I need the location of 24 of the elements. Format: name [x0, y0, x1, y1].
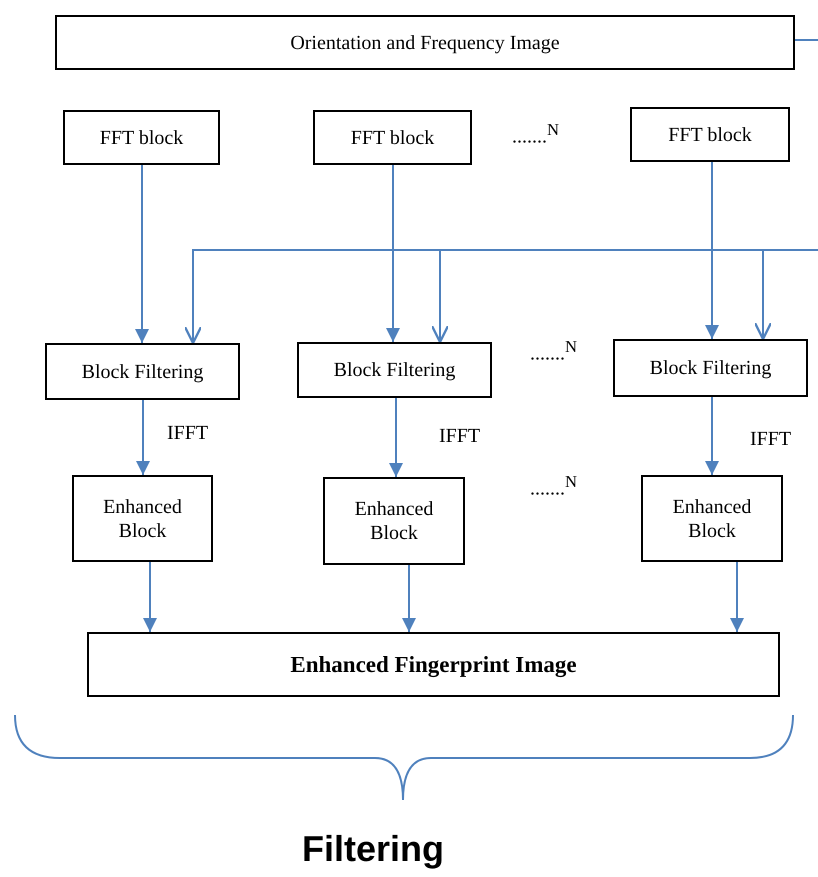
ellipsis-label: .......$^{N}$ — [530, 472, 578, 501]
process-box: Enhanced Block — [641, 475, 783, 562]
caption-label: Filtering — [302, 828, 444, 870]
arrow — [705, 162, 719, 339]
output-box: Enhanced Fingerprint Image — [87, 632, 780, 697]
process-box: Enhanced Block — [323, 477, 465, 565]
process-box: Block Filtering — [297, 342, 492, 398]
process-box: FFT block — [630, 107, 790, 162]
arrow — [386, 165, 400, 342]
process-box: Block Filtering — [45, 343, 240, 400]
process-box: Block Filtering — [613, 339, 808, 397]
arrow — [402, 565, 416, 632]
process-box: Enhanced Block — [72, 475, 213, 562]
arrow — [730, 562, 744, 632]
arrow — [143, 562, 157, 632]
arrow — [705, 397, 719, 475]
source-box: Orientation and Frequency Image — [55, 15, 795, 70]
process-box: FFT block — [63, 110, 220, 165]
ellipsis-label: .......$^{N}$ — [530, 337, 578, 366]
arrow — [389, 398, 403, 477]
process-box: FFT block — [313, 110, 472, 165]
arrow — [136, 400, 150, 475]
arrow — [135, 165, 149, 343]
ellipsis-label: .......$^{N}$ — [512, 120, 560, 149]
